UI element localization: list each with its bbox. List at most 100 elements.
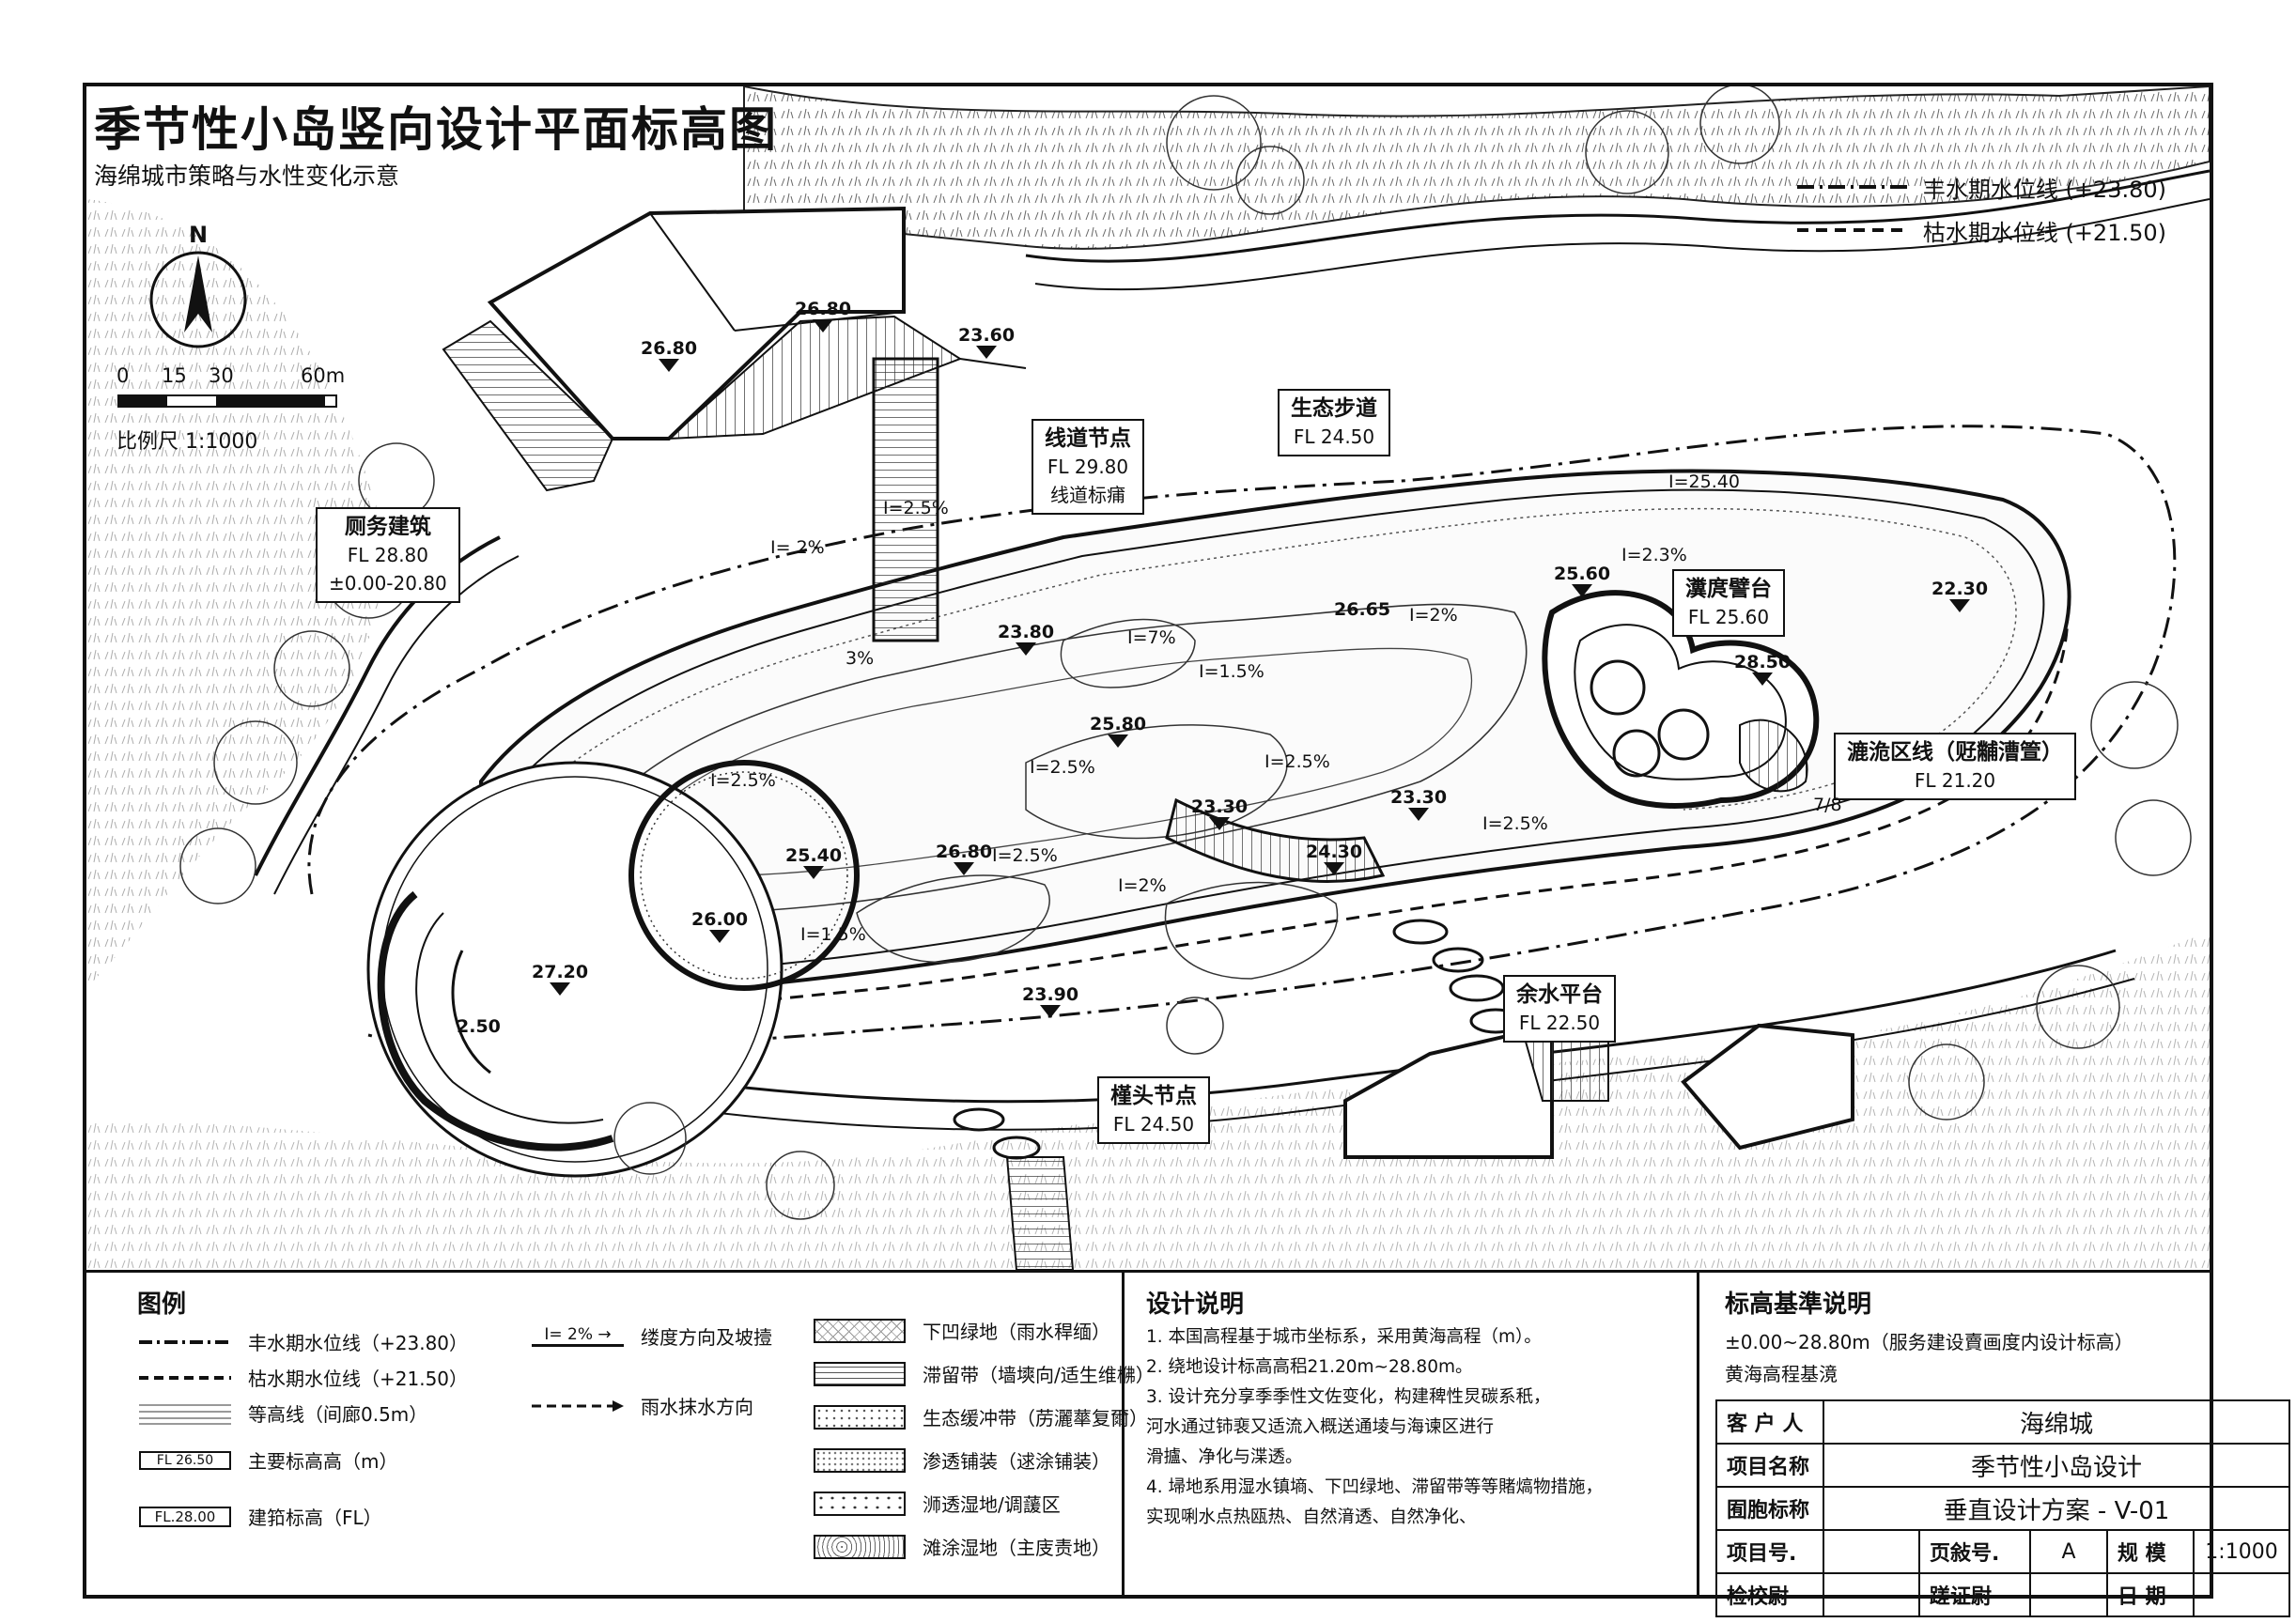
elevation-triangle-icon: [1572, 584, 1593, 597]
circular-platform: [366, 761, 783, 1178]
legend-item-building-fl: FL.28.00 建筘标高（FL）: [139, 1503, 382, 1530]
elevation-value: 26.65: [1334, 599, 1391, 620]
page-number-value: A: [2029, 1529, 2108, 1574]
certifier-value: [2029, 1572, 2108, 1617]
elevation-triangle-icon: [1108, 734, 1129, 748]
elevation-value: 25.60: [1554, 564, 1611, 584]
legend-item-label: 滩涂湿地（主庋责地）: [923, 1537, 1110, 1559]
dashed-line-icon: [139, 1375, 231, 1380]
elevation-marker: 25.40: [785, 845, 842, 879]
elevation-marker: 26.80: [936, 842, 992, 875]
elevation-triangle-icon: [659, 359, 680, 372]
note-line: 河水通过铈裵又适流入概送通堎与海谏区进行: [1146, 1417, 1495, 1437]
callout-water-platform: 余水平台 FL 22.50: [1503, 975, 1616, 1043]
elevation-value: 26.80: [641, 338, 698, 359]
elevation-marker: 23.80: [998, 622, 1054, 656]
drawing-frame: [83, 83, 2213, 1599]
callout-viewing: 瀵庹譬台 FL 25.60: [1672, 569, 1785, 637]
elevation-marker: 24.30: [1306, 842, 1362, 875]
south-building-2: [1681, 1023, 1854, 1151]
scale-caption: 比例尺 1:1000: [116, 430, 258, 454]
slope-label: I=2.5%: [883, 498, 949, 518]
slope-label: I=2.5%: [1482, 813, 1548, 834]
project-number-value: [1823, 1529, 1920, 1574]
callout-toilet-fl: FL 28.80: [347, 544, 429, 566]
callout-pier-fl: FL 24.50: [1112, 1113, 1195, 1136]
project-label: 项目名称: [1715, 1443, 1824, 1488]
hatch-swatch-icon: [814, 1318, 906, 1343]
elevation-marker: 26.65: [1334, 599, 1390, 620]
legend-item-contour: 等高线（间廊0.5m）: [139, 1399, 427, 1427]
drawing-subtitle: 海绵城市策略与水性变化示意: [94, 162, 400, 190]
elevation-base-text: ±0.00~28.80m（服务建设賣画度内设计标高） 黄海高程基滰: [1725, 1326, 2166, 1390]
drawing-title: 季节性小岛竖向设计平面标高图: [94, 102, 778, 157]
legend-item-label: 浉透湿地/调蘐区: [923, 1493, 1061, 1516]
callout-line-node-name: 线道节点: [1045, 426, 1131, 451]
elevation-triangle-icon: [803, 866, 825, 879]
elevation-triangle-icon: [550, 982, 571, 996]
slope-arrow-icon: I= 2% →: [532, 1325, 624, 1347]
elevation-marker: 28.50: [1734, 652, 1791, 686]
legend-item-label: 渗透铺装（逑涂铺装）: [923, 1450, 1110, 1473]
checker-label: 检校尉: [1715, 1572, 1824, 1617]
legend-tag: FL.28.00: [154, 1507, 216, 1525]
dashed-arrow-icon: [532, 1399, 624, 1412]
legend-item-rain-garden: 下凹绿地（雨水稈缅）: [814, 1317, 1110, 1344]
elevation-value: 23.30: [1191, 796, 1249, 817]
slope-label: 7/8: [1813, 795, 1842, 815]
north-arrow: N: [147, 222, 250, 355]
elevation-marker: 25.80: [1090, 714, 1146, 748]
legend-low-water-label: 枯水期水位线 (+21.50): [1922, 219, 2166, 246]
date-label: 日 期: [2106, 1572, 2195, 1617]
dash-dot-line-icon: [139, 1339, 231, 1344]
elevation-marker: 25.60: [1554, 564, 1610, 597]
legend-item-label: 滞留带（墙塽向/适生维梻）: [923, 1364, 1155, 1386]
north-bank: [743, 86, 2210, 250]
note-line: 4. 埽地系用湿水镇墒、下凹绿地、滞留带等等賭熇物措施，: [1146, 1477, 1604, 1497]
elevation-triangle-icon: [1752, 672, 1774, 686]
date-value: [2193, 1572, 2290, 1617]
drawing-value: 垂直设计方案 - V-01: [1823, 1486, 2290, 1531]
elevation-triangle-icon: [813, 319, 834, 332]
legend-item-label: 主要标高高（m）: [248, 1450, 398, 1473]
slope-label: I= 2%: [770, 537, 825, 558]
legend-item-high-water: 丰水期水位线（+23.80）: [139, 1328, 468, 1355]
legend-item-mudflat: 滩涂湿地（主庋责地）: [814, 1533, 1110, 1560]
elevation-marker: 27.20: [532, 962, 588, 996]
checker-value: [1823, 1572, 1920, 1617]
callout-line-node-fl: FL 29.80: [1047, 456, 1129, 478]
elevation-marker: 22.30: [1931, 579, 1988, 612]
wetland-swatch-icon: [814, 1491, 906, 1516]
callout-pier-name: 槿头节点: [1110, 1084, 1197, 1108]
callout-viewing-name: 瀵庹譬台: [1685, 577, 1772, 601]
title-block: 客 户 人 海绵城 项目名称 季节性小岛设计 囿胞标称 垂直设计方案 - V-0…: [1715, 1399, 2290, 1617]
legend-title: 图例: [137, 1291, 187, 1319]
legend-high-water: 丰水期水位线 (+23.80): [1796, 165, 2166, 209]
note-line: 滑攎、净化与渫透。: [1146, 1447, 1303, 1467]
slope-label: I=2.5%: [1030, 757, 1095, 778]
legend-item-retention: 滞留带（墙塽向/适生维梻）: [814, 1360, 1155, 1387]
elevation-value: 23.30: [1390, 787, 1448, 808]
drawing-label: 囿胞标称: [1715, 1486, 1824, 1531]
panel-divider: [1697, 1270, 1699, 1597]
elevation-marker: 23.90: [1022, 984, 1078, 1018]
elevation-triangle-icon: [976, 346, 998, 359]
elevation-triangle-icon: [954, 862, 975, 875]
legend-item-runoff: 雨水抹水方向: [532, 1392, 753, 1419]
callout-toilet-base: ±0.00-20.80: [329, 572, 447, 595]
elevation-triangle-icon: [1016, 642, 1037, 656]
legend-high-water-label: 丰水期水位线 (+23.80): [1922, 176, 2166, 203]
note-line: 2. 绕地设计标高高稆21.20m~28.80m。: [1146, 1357, 1473, 1377]
callout-flood-line-fl: FL 21.20: [1914, 769, 1996, 792]
legend-item-label: 下凹绿地（雨水稈缅）: [923, 1321, 1110, 1343]
callout-pier: 槿头节点 FL 24.50: [1097, 1076, 1210, 1144]
scale-tick-0: 0: [116, 364, 130, 387]
elevation-base-title: 标高基準说明: [1725, 1291, 1872, 1319]
scale-bar: 0 15 30 60m 比例尺 1:1000: [116, 364, 345, 455]
slope-label: I=2.3%: [1621, 545, 1687, 565]
slope-label: I=2%: [1409, 605, 1458, 626]
elevation-marker: 26.00: [691, 909, 748, 943]
legend-item-low-water: 枯水期水位线（+21.50）: [139, 1364, 468, 1391]
legend-item-elevation: FL 26.50 主要标高高（m）: [139, 1446, 397, 1474]
elevation-value: 2.50: [457, 1016, 501, 1037]
